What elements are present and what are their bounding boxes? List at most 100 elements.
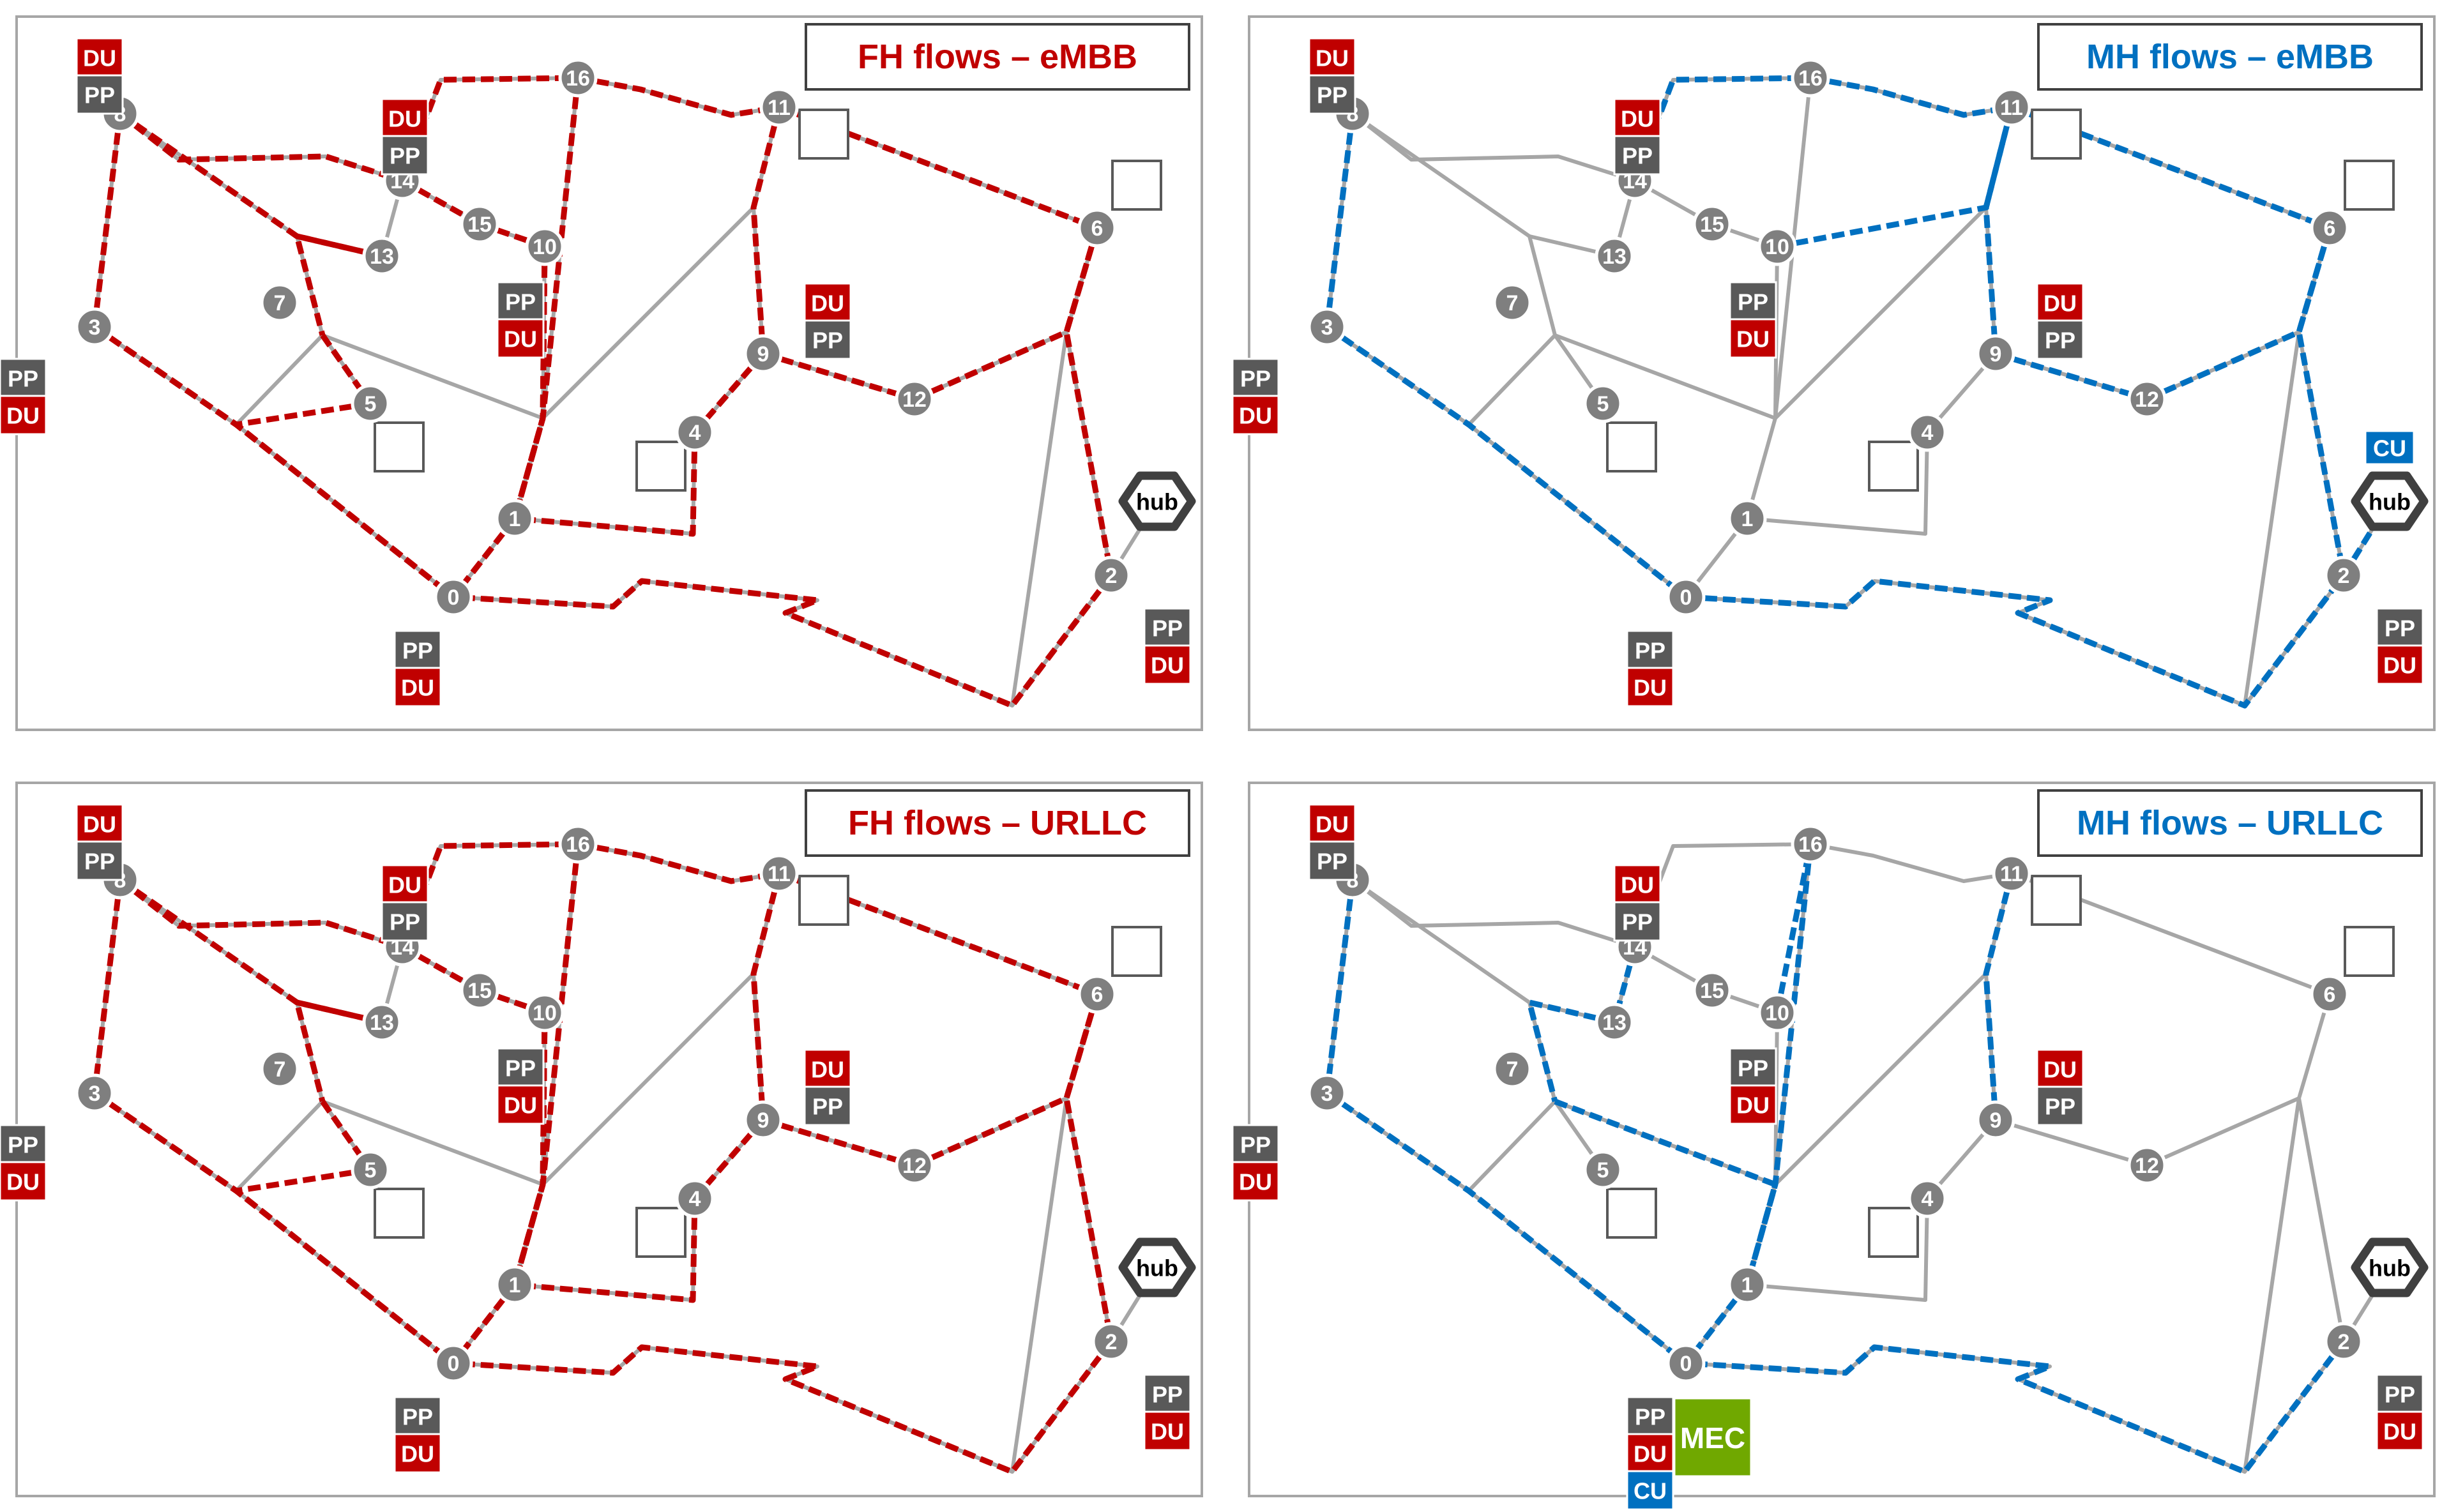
node-label: 4 [689, 1187, 701, 1211]
node-13: 13 [362, 236, 402, 276]
node-12: 12 [895, 1145, 934, 1185]
title-frame [2037, 789, 2423, 857]
flow-segment-11-9 [1983, 872, 2015, 1121]
node-16: 16 [1791, 824, 1830, 864]
node-label: 2 [1105, 564, 1118, 588]
du-badge: DU [1613, 864, 1662, 905]
node-label: 13 [1602, 245, 1627, 269]
node-15: 15 [1692, 971, 1732, 1010]
du-badge: DU [1143, 644, 1192, 685]
panel-title-box: FH flows – URLLC [805, 789, 1190, 857]
node-13: 13 [1595, 236, 1634, 276]
node-circle [1595, 236, 1634, 276]
link-14-g-16-h-i-11 [1633, 76, 2014, 183]
du-badge-box [1613, 864, 1662, 905]
node-2: 2 [2324, 556, 2363, 595]
node-circle [1992, 87, 2031, 127]
node-circle [1666, 577, 1706, 617]
node-label: 10 [533, 1001, 557, 1025]
node-4: 4 [675, 1179, 715, 1218]
du-badge-label: DU [1736, 326, 1770, 352]
du-badge-box [2036, 1048, 2084, 1089]
du-badge-label: DU [504, 1092, 537, 1119]
flow-segment-11-9 [750, 872, 782, 1121]
node-circle [525, 227, 565, 266]
pp-badge: PP [2376, 607, 2424, 648]
link-d-f [321, 1100, 545, 1186]
du-badge: DU [75, 803, 124, 844]
link-m-n [1010, 330, 1068, 707]
du-badge-box [1626, 1433, 1674, 1474]
node-11: 11 [759, 854, 799, 893]
pp-badge-box [381, 135, 429, 176]
flow-segment-8-3 [91, 879, 123, 1094]
du-badge-box [803, 1048, 852, 1089]
flow-segment-14-15 [400, 944, 482, 993]
hub-hexagon-icon [2351, 1237, 2429, 1297]
du-badge-label: DU [2044, 291, 2077, 317]
node-label: 7 [1506, 1057, 1519, 1082]
pp-badge-box [1231, 358, 1280, 398]
pp-badge-box [803, 1085, 852, 1126]
pp-badge-label: PP [1317, 849, 1347, 875]
du-badge-box [1729, 318, 1777, 359]
node-6: 6 [1077, 974, 1117, 1014]
node-3: 3 [75, 1073, 114, 1113]
du-badge: DU [1231, 395, 1280, 435]
flow-segment-11-9 [1983, 106, 2015, 354]
flow-segment-11-9 [750, 106, 782, 354]
node-10: 10 [1757, 993, 1797, 1032]
du-badge-box [75, 37, 124, 78]
flow-segment-3-0 [93, 1091, 455, 1366]
hub-node: hub [2351, 471, 2429, 531]
du-badge: DU [2376, 1410, 2424, 1451]
cu-badge-label: CU [1634, 1478, 1667, 1504]
du-badge: DU [0, 395, 47, 435]
du-badge: DU [1308, 803, 1356, 844]
panel-mh-embb: 012345678910111213141516 DUPPDUPPPPDUPPD… [1231, 15, 2436, 731]
node-label: 9 [1990, 1108, 2002, 1133]
pp-badge-box [1308, 840, 1356, 881]
du-badge: DU [393, 667, 442, 707]
node-circle [1907, 412, 1947, 452]
node-circle [1307, 307, 1347, 347]
node-label: 12 [902, 1154, 927, 1178]
node-0: 0 [1666, 1343, 1706, 1383]
pp-badge-label: PP [505, 1055, 536, 1082]
node-circle [1583, 384, 1623, 423]
node-label: 6 [1091, 983, 1103, 1007]
node-label: 2 [2338, 1330, 2350, 1354]
pp-badge: PP [803, 1085, 852, 1126]
node-label: 7 [1506, 291, 1519, 315]
pp-badge-box [496, 281, 545, 322]
flow-segment-14-15 [400, 178, 482, 227]
du-badge-label: DU [2383, 1419, 2416, 1445]
link-8-a-b-14 [1351, 112, 1637, 183]
du-badge-box [1308, 37, 1356, 78]
node-4: 4 [1907, 412, 1947, 452]
du-badge-label: DU [388, 872, 421, 898]
pp-badge: PP [393, 630, 442, 670]
du-badge-box [1626, 667, 1674, 707]
du-badge: DU [1143, 1410, 1192, 1451]
du-badge-label: DU [401, 1441, 434, 1467]
pp-badge-label: PP [390, 909, 420, 935]
pp-badge-box [75, 74, 124, 115]
du-badge-box [1308, 803, 1356, 844]
hub-node: hub [2351, 1237, 2429, 1297]
node-1: 1 [495, 1265, 535, 1304]
node-5: 5 [351, 384, 390, 423]
node-circle [1492, 283, 1532, 322]
node-6: 6 [1077, 208, 1117, 248]
du-badge: DU [1626, 667, 1674, 707]
flow-segment-3-0 [93, 324, 455, 600]
pp-badge: PP [1613, 901, 1662, 942]
link-f-l [541, 972, 755, 1186]
node-circle [2127, 1145, 2167, 1185]
node-circle [362, 1002, 402, 1042]
du-badge: DU [1231, 1161, 1280, 1202]
empty-site-box [1868, 441, 1919, 492]
node-15: 15 [460, 204, 499, 244]
